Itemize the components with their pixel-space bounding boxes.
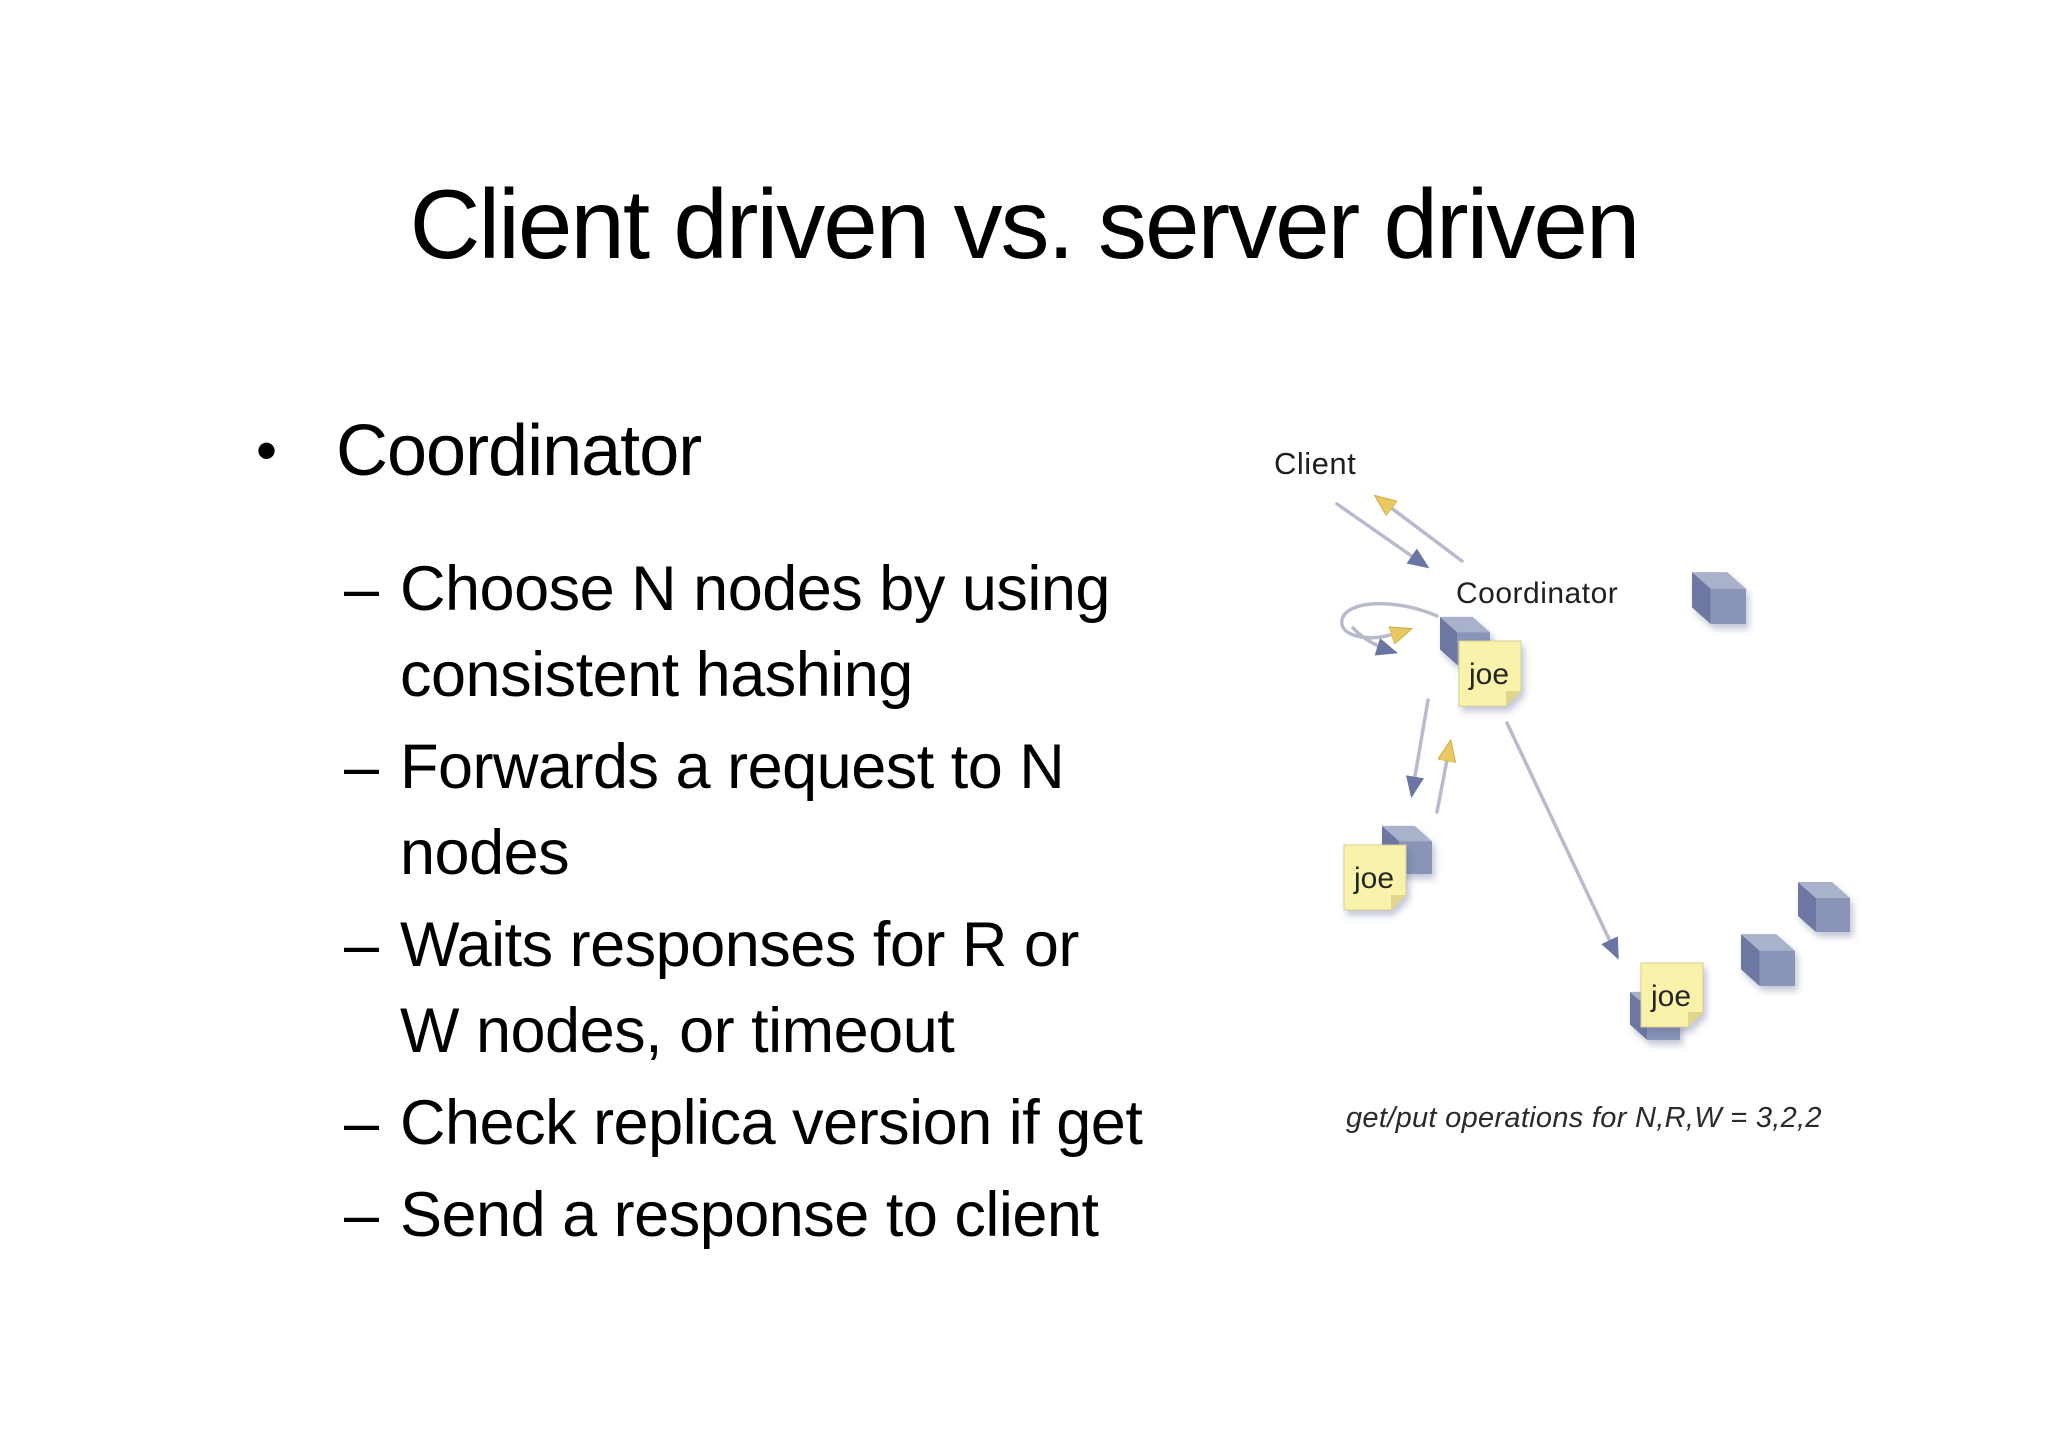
bullet-line: consistent hashing bbox=[400, 640, 913, 710]
sticky-note-joe-left-replica: joe bbox=[1343, 844, 1407, 911]
bullet-subitem-forwards-request: – Forwards a request to N nodes bbox=[240, 724, 1300, 896]
bullet-subitem-waits-responses: – Waits responses for R or W nodes, or t… bbox=[240, 902, 1300, 1074]
note-text: joe bbox=[1353, 862, 1394, 895]
coordinator-loop-return-arrow bbox=[1351, 626, 1399, 656]
sticky-note-joe-coordinator: joe bbox=[1458, 640, 1522, 707]
bullet-line: W nodes, or timeout bbox=[400, 996, 955, 1066]
bullet-line: Waits responses for R or bbox=[400, 910, 1079, 980]
diagram-caption: get/put operations for N,R,W = 3,2,2 bbox=[1346, 1102, 1822, 1134]
slide-title: Client driven vs. server driven bbox=[409, 169, 1641, 279]
storage-node-cube bbox=[1798, 882, 1850, 932]
replica-response-arrow bbox=[1435, 744, 1450, 814]
bullet-line: Send a response to client bbox=[400, 1180, 1099, 1250]
sticky-note-joe-far-replica: joe bbox=[1640, 962, 1704, 1028]
note-text: joe bbox=[1468, 658, 1509, 691]
bullet-line: Choose N nodes by using bbox=[400, 554, 1110, 624]
dash-marker: – bbox=[344, 732, 379, 802]
replica-request-arrow bbox=[1405, 698, 1430, 799]
bullet-line: nodes bbox=[400, 818, 570, 888]
bullet-marker: • bbox=[256, 417, 277, 484]
bullet-subitem-choose-nodes: – Choose N nodes by using consistent has… bbox=[240, 546, 1300, 718]
dash-marker: – bbox=[344, 910, 379, 980]
bullet-line: Check replica version if get bbox=[400, 1088, 1143, 1158]
dash-marker: – bbox=[344, 1088, 379, 1158]
dash-marker: – bbox=[344, 1180, 379, 1250]
bullet-subitem-check-replica: – Check replica version if get bbox=[240, 1080, 1300, 1166]
note-text: joe bbox=[1650, 980, 1691, 1013]
client-label: Client bbox=[1274, 446, 1357, 481]
bullet-level1-text: Coordinator bbox=[336, 411, 702, 491]
bullet-subitem-send-response: – Send a response to client bbox=[240, 1172, 1300, 1258]
dynamo-operations-diagram: joe joe joe Client Coordinator get/put o… bbox=[1240, 440, 1950, 1160]
bullet-item-coordinator: • Coordinator bbox=[240, 404, 1300, 498]
client-response-arrow bbox=[1378, 498, 1464, 563]
bullet-line: Forwards a request to N bbox=[400, 732, 1065, 802]
dash-marker: – bbox=[344, 554, 379, 624]
coordinator-label: Coordinator bbox=[1456, 577, 1619, 610]
client-request-arrow bbox=[1335, 502, 1430, 569]
coordinator-local-write-loop-arrow bbox=[1340, 601, 1439, 638]
far-replica-request-arrow bbox=[1505, 721, 1619, 960]
storage-node-cube bbox=[1741, 934, 1795, 986]
bullet-list: • Coordinator – Choose N nodes by using … bbox=[240, 404, 1300, 1258]
storage-node-cube bbox=[1692, 572, 1746, 624]
